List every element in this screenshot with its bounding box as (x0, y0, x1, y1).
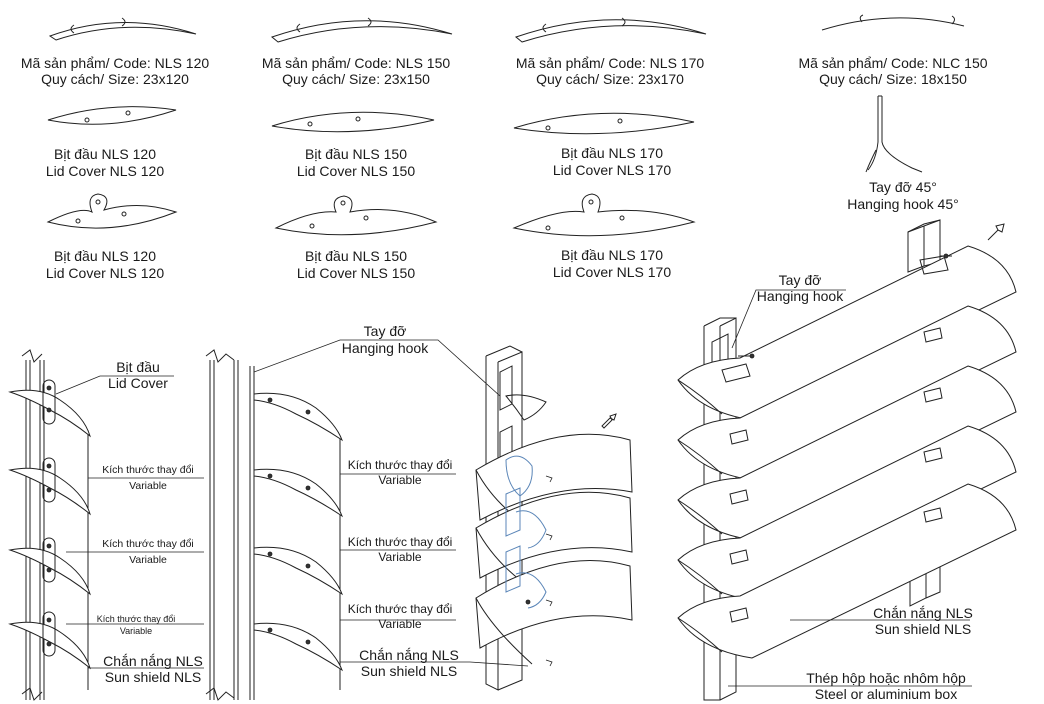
left-variable-1-en: Variable (129, 480, 167, 492)
lid-cover-callout-en: Lid Cover (108, 375, 168, 391)
middle-elevation-drawing (205, 339, 529, 701)
middle-variable-1-en: Variable (378, 473, 421, 487)
hook45-vi: Tay đỡ 45° (869, 179, 937, 195)
middle-sun-shield-en: Sun shield NLS (361, 663, 458, 679)
middle-variable-2-en: Variable (378, 550, 421, 564)
profile-nls170-code: Mã sản phẩm/ Code: NLS 170 (516, 55, 705, 71)
profile-nls170-size: Quy cách/ Size: 23x170 (536, 71, 684, 87)
left-sun-shield-en: Sun shield NLS (105, 669, 202, 685)
right-isometric-drawing (677, 219, 1017, 701)
profile-nls120-size: Quy cách/ Size: 23x120 (41, 71, 189, 87)
lid-cover-nls150-en: Lid Cover NLS 150 (297, 163, 416, 179)
lid-cover-nls150-drawing (271, 111, 435, 133)
lid-cover-tab-nls170-en: Lid Cover NLS 170 (553, 264, 672, 280)
lid-cover-nls120-vi: Bịt đầu NLS 120 (54, 146, 156, 162)
right-hook-en: Hanging hook (757, 288, 844, 304)
left-elevation-drawing (8, 349, 204, 701)
hanging-hook-45-drawing (865, 95, 923, 173)
left-variable-3-vi: Kích thước thay đổi (97, 614, 175, 624)
left-sun-shield-vi: Chắn nắng NLS (103, 653, 203, 669)
profile-nls120-drawing (48, 17, 197, 41)
lid-cover-tab-nls150-vi: Bịt đầu NLS 150 (305, 248, 407, 264)
middle-variable-3-en: Variable (378, 617, 421, 631)
lid-cover-tab-nls150-drawing (274, 195, 438, 236)
lid-cover-nls170-drawing (513, 112, 695, 135)
profile-nls150-drawing (270, 17, 453, 43)
left-variable-1-vi: Kích thước thay đổi (102, 464, 194, 476)
lid-cover-nls170-en: Lid Cover NLS 170 (553, 162, 672, 178)
profile-nls150-code: Mã sản phẩm/ Code: NLS 150 (262, 55, 451, 71)
profile-nls120-code: Mã sản phẩm/ Code: NLS 120 (21, 55, 210, 71)
lid-cover-tab-nls170-drawing (512, 193, 696, 237)
lid-cover-tab-nls150-en: Lid Cover NLS 150 (297, 265, 416, 281)
left-variable-2-en: Variable (129, 554, 167, 566)
middle-hook-vi: Tay đỡ (364, 323, 407, 339)
middle-hook-en: Hanging hook (342, 340, 429, 356)
right-hook-vi: Tay đỡ (779, 272, 822, 288)
lid-cover-nls120-en: Lid Cover NLS 120 (46, 163, 165, 179)
lid-cover-nls150-vi: Bịt đầu NLS 150 (305, 146, 407, 162)
left-variable-3-en: Variable (120, 626, 152, 636)
profile-nlc150-code: Mã sản phẩm/ Code: NLC 150 (798, 55, 987, 71)
middle-variable-2-vi: Kích thước thay đổi (348, 535, 453, 549)
lid-cover-tab-nls120-en: Lid Cover NLS 120 (46, 265, 165, 281)
middle-variable-1-vi: Kích thước thay đổi (348, 458, 453, 472)
middle-isometric-drawing (475, 345, 633, 691)
steel-box-vi: Thép hộp hoặc nhôm hộp (806, 670, 966, 686)
profile-nls170-drawing (514, 17, 707, 43)
hook45-en: Hanging hook 45° (847, 196, 958, 212)
profile-nls150-size: Quy cách/ Size: 23x150 (282, 71, 430, 87)
left-variable-2-vi: Kích thước thay đổi (102, 538, 194, 550)
lid-cover-nls170-vi: Bịt đầu NLS 170 (561, 145, 663, 161)
middle-variable-3-vi: Kích thước thay đổi (348, 602, 453, 616)
middle-sun-shield-vi: Chắn nắng NLS (359, 647, 459, 663)
lid-cover-nls120-drawing (47, 106, 177, 125)
lid-cover-tab-nls170-vi: Bịt đầu NLS 170 (561, 247, 663, 263)
steel-box-en: Steel or aluminium box (815, 686, 957, 702)
profile-nlc150-size: Quy cách/ Size: 18x150 (819, 71, 967, 87)
lid-cover-callout-vi: Bịt đầu (116, 359, 160, 375)
profile-nlc150-drawing (821, 14, 965, 31)
right-sun-shield-en: Sun shield NLS (875, 621, 972, 637)
lid-cover-tab-nls120-vi: Bịt đầu NLS 120 (54, 248, 156, 264)
lid-cover-tab-nls120-drawing (46, 193, 178, 229)
right-sun-shield-vi: Chắn nắng NLS (873, 605, 973, 621)
